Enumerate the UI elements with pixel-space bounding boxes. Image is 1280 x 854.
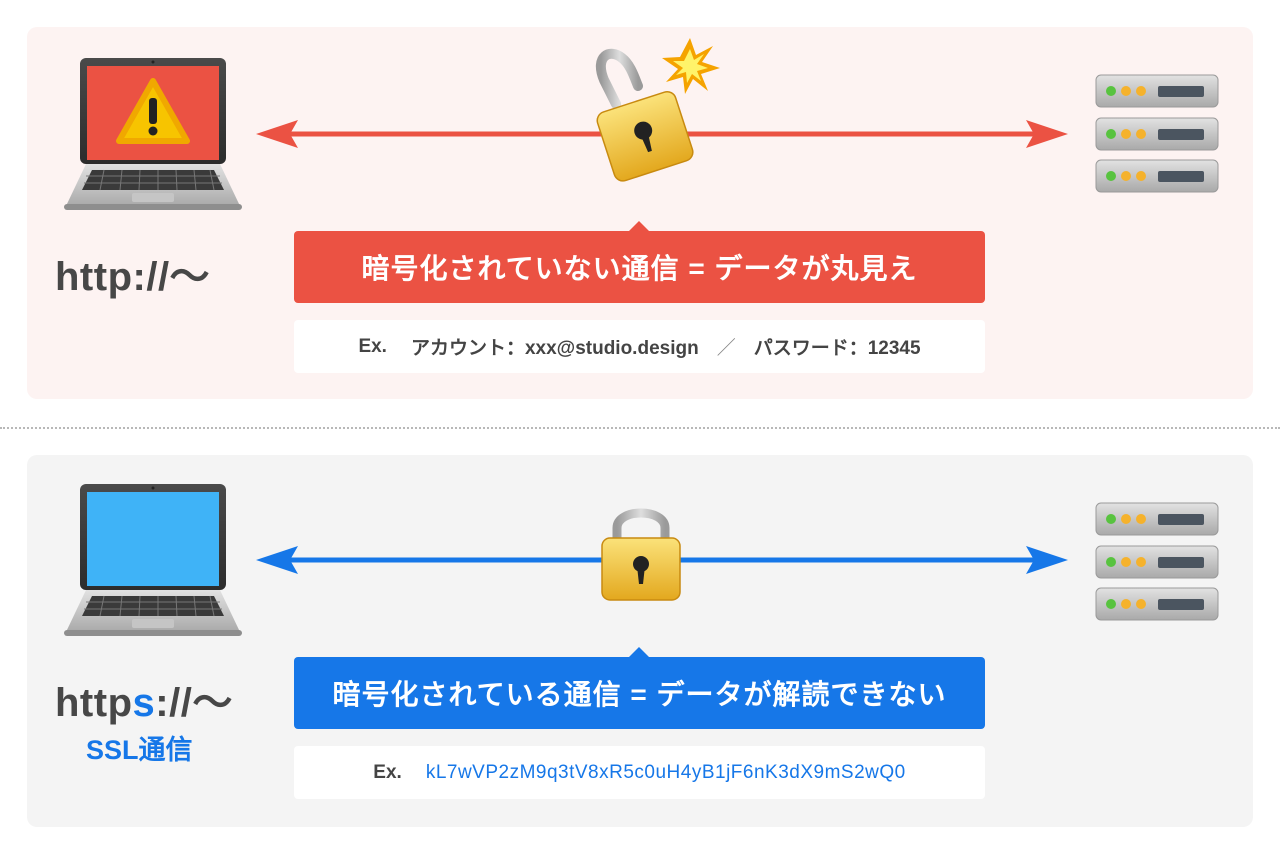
- server-icon: [1095, 74, 1219, 193]
- laptop-icon: [64, 484, 243, 637]
- section-divider: [0, 427, 1280, 429]
- locked-padlock-icon: [601, 508, 681, 601]
- example-separator: ／: [716, 338, 736, 359]
- http-banner: 暗号化されていない通信 = データが丸見え: [294, 221, 985, 303]
- https-banner: 暗号化されている通信 = データが解読できない: [294, 647, 985, 729]
- example-prefix: Ex.: [358, 335, 387, 357]
- burst-icon: [662, 38, 720, 94]
- example-account: アカウント：xxx@studio.design: [410, 338, 699, 359]
- warning-icon: [116, 78, 190, 144]
- http-url-label: http://〜: [55, 255, 211, 299]
- example-cipher-text: kL7wVP2zM9q3tV8xR5c0uH4yB1jF6nK3dX9mS2wQ…: [425, 761, 906, 783]
- server-icon: [1095, 502, 1219, 621]
- http-banner-text: 暗号化されていない通信 = データが丸見え: [361, 253, 918, 284]
- https-url-label: https://〜: [55, 670, 233, 728]
- https-banner-text: 暗号化されている通信 = データが解読できない: [332, 679, 947, 710]
- laptop-warning-icon: [64, 58, 243, 211]
- https-url-suffix: ://〜: [155, 681, 233, 725]
- http-example-box: Ex. アカウント：xxx@studio.design ／ パスワード：1234…: [294, 320, 985, 373]
- ssl-label: SSL通信: [86, 735, 193, 765]
- example-prefix: Ex.: [373, 761, 402, 783]
- https-url-accent: s: [132, 681, 156, 725]
- example-password: パスワード：12345: [753, 338, 921, 359]
- unlocked-padlock-icon: [595, 38, 720, 182]
- https-url-prefix: http: [55, 681, 133, 725]
- https-example-box: Ex. kL7wVP2zM9q3tV8xR5c0uH4yB1jF6nK3dX9m…: [294, 746, 985, 799]
